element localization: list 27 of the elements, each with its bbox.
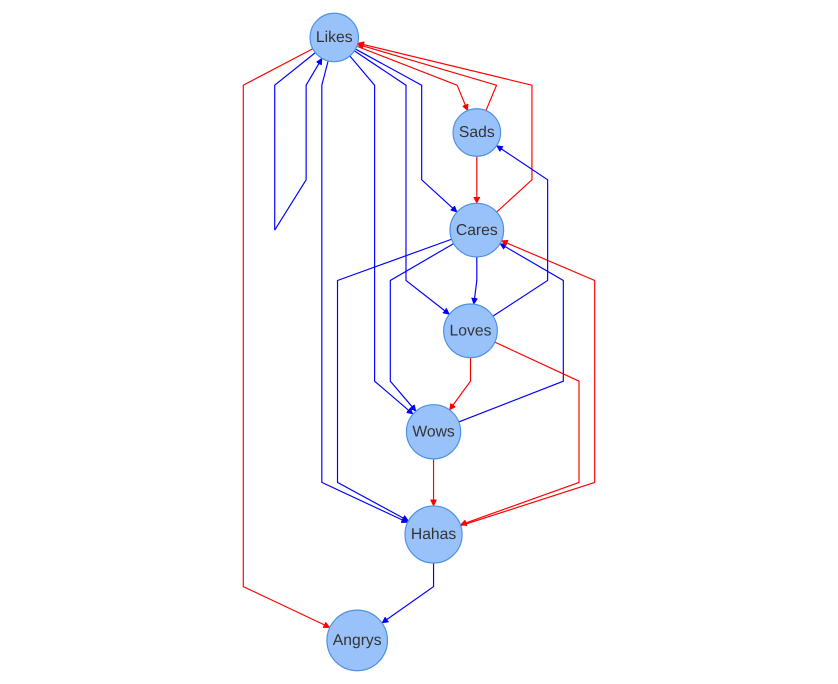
arrow [473,156,480,204]
node-circle: Angrys [326,610,388,672]
arrow [430,458,437,506]
arrow [321,60,408,523]
node-circle: Cares [449,202,504,258]
arrow [354,50,450,315]
node-circle: Likes [309,12,360,62]
arrow [382,563,434,624]
node-circle: Wows [406,404,462,460]
arrow [349,56,414,414]
arrow [492,145,548,317]
arrow [471,256,478,305]
arrow [460,342,580,526]
node-circle: Loves [443,303,498,358]
arrow [460,240,596,526]
arrow [356,46,468,111]
arrow [357,41,533,212]
arrow [458,243,564,422]
arrow [449,358,472,410]
arrow [355,48,458,212]
arrow [274,52,322,230]
arrow [390,243,454,412]
arrow [242,48,330,628]
arrow [357,42,498,111]
arrow [336,238,452,522]
node-circle: Hahas [404,505,463,564]
node-circle: Sads [452,108,502,157]
